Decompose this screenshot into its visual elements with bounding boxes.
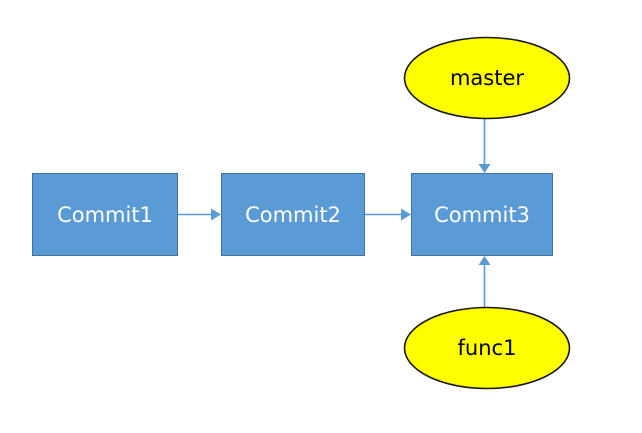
commit-node-commit2[interactable] [221,173,365,256]
commit-node-commit1[interactable] [32,173,178,256]
arrow-func1-commit3 [478,256,491,307]
arrow-commit1-commit2 [178,208,221,221]
branch-node-func1[interactable] [403,306,571,390]
branch-node-master[interactable] [403,36,571,120]
arrow-master-commit3 [478,119,491,173]
arrow-commit2-commit3 [365,208,411,221]
commit-node-commit3[interactable] [411,173,553,256]
